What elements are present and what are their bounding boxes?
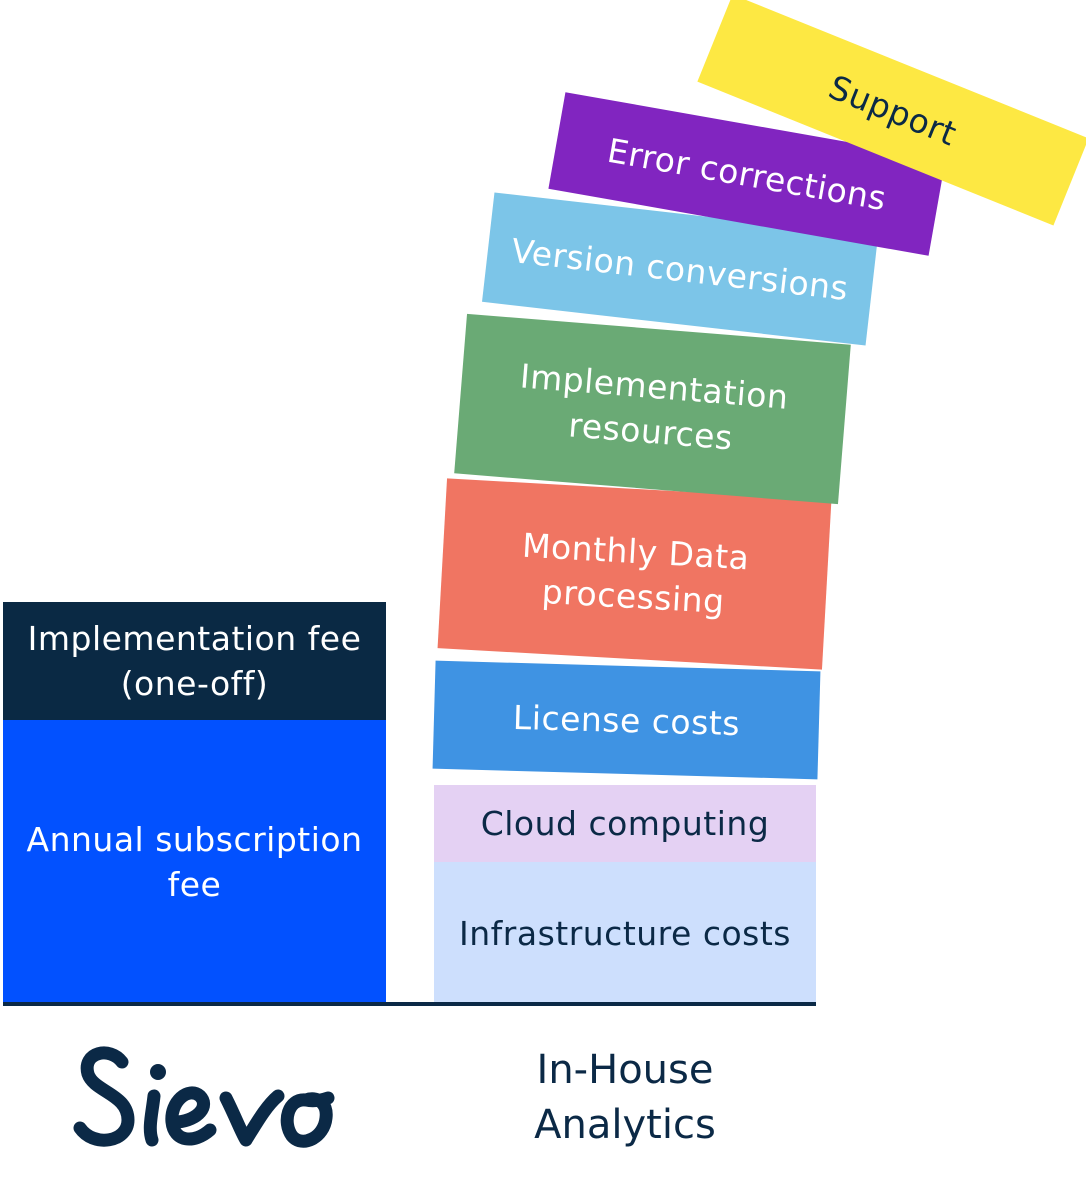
- license-costs-block: License costs: [432, 660, 821, 780]
- infrastructure-costs-block: Infrastructure costs: [434, 862, 816, 1004]
- annual-subscription-label: Annual subscription fee: [26, 820, 363, 904]
- in-house-analytics-label: In-House Analytics: [534, 1047, 716, 1148]
- implementation-resources-block: Implementation resources: [454, 313, 851, 505]
- version-conversions-label: Version conversions: [509, 230, 851, 308]
- sievo-logo: [73, 1046, 335, 1148]
- baseline-rule: [3, 1002, 816, 1006]
- implementation-fee-label: Implementation fee (one-off): [27, 619, 362, 703]
- cloud-computing-block: Cloud computing: [434, 785, 816, 862]
- implementation-resources-label: Implementation resources: [518, 356, 790, 458]
- monthly-data-processing-label: Monthly Data processing: [521, 525, 751, 622]
- implementation-fee-block: Implementation fee (one-off): [3, 602, 386, 720]
- monthly-data-processing-block: Monthly Data processing: [437, 478, 832, 670]
- annual-subscription-block: Annual subscription fee: [3, 720, 386, 1004]
- infrastructure-costs-label: Infrastructure costs: [459, 913, 791, 953]
- license-costs-label: License costs: [512, 697, 741, 743]
- cloud-computing-label: Cloud computing: [480, 804, 770, 843]
